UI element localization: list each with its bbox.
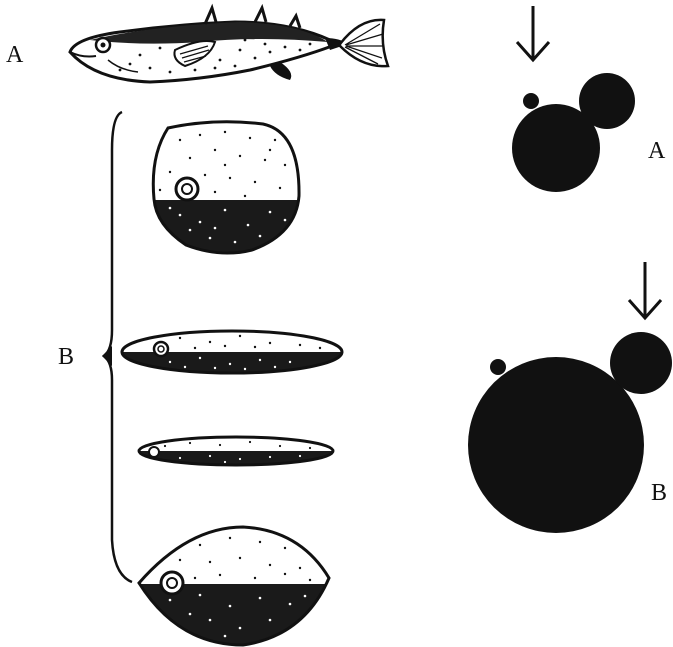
silhouette-a [512,73,635,192]
model-ellipse-thin-eye [149,447,159,457]
model-lens [130,527,340,647]
label-b-right: B [651,480,667,506]
arrow-b [629,262,661,318]
silhouette-b [468,332,672,533]
label-b-left: B [58,344,74,370]
stickleback-fish [70,8,388,82]
arrow-a [517,6,549,60]
label-a-right: A [648,138,666,164]
model-ellipse-thin [135,437,335,471]
model-diamond [150,122,310,270]
label-a-left: A [6,42,24,68]
model-ellipse-long [120,331,350,382]
